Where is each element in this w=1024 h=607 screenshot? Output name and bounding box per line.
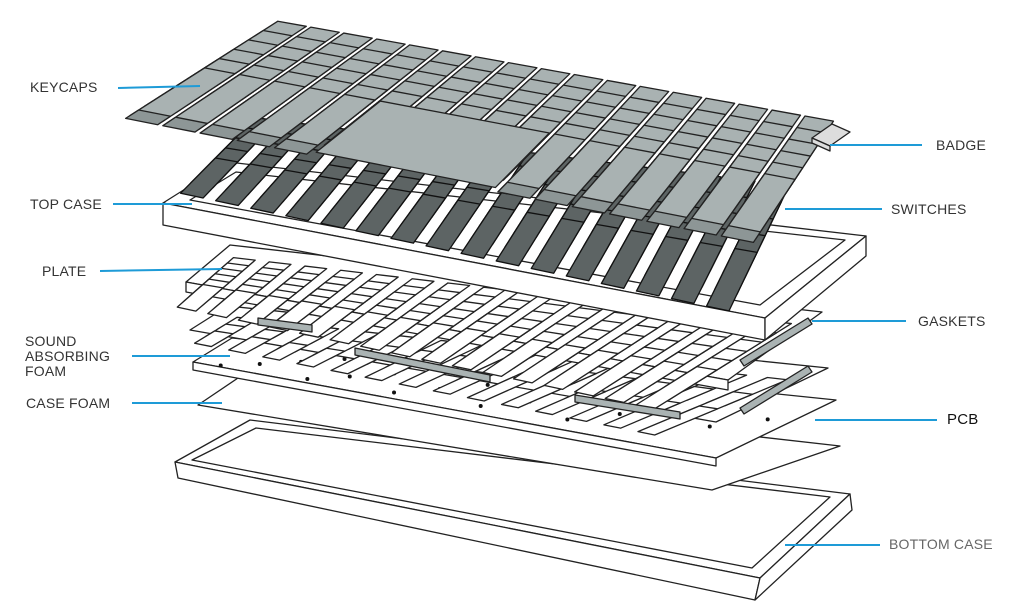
keycap-side [683, 217, 725, 236]
switch [215, 163, 273, 207]
gaskets [257, 317, 813, 420]
switch [355, 187, 412, 237]
foam-cutout [637, 405, 719, 436]
badge [811, 123, 851, 152]
switch [250, 169, 308, 214]
foam-cutout [228, 336, 271, 355]
switch [390, 193, 447, 244]
keycaps-leader [117, 85, 201, 89]
plate-switch-cutout [390, 322, 455, 358]
plate-switch-cutout [574, 355, 652, 397]
pcb-hole [617, 412, 622, 416]
keycap-side [273, 138, 319, 155]
foam-cutout [262, 341, 309, 361]
pcb-hole [392, 390, 397, 395]
keycap-side [571, 196, 614, 214]
pcb-hole [485, 382, 490, 387]
label-top-case: TOP CASE [30, 196, 102, 212]
pcb-hole [565, 417, 570, 422]
label-case-foam: CASE FOAM [26, 395, 111, 411]
label-plate: PLATE [42, 263, 87, 279]
keycap-side [124, 109, 172, 126]
plate-switch-cutout [360, 316, 422, 351]
plate-switch-cutout [482, 338, 553, 377]
label-sound-absorbing-foam: SOUND ABSORBING FOAM [25, 333, 111, 379]
keycap-side [720, 224, 762, 243]
keycap-side [534, 188, 577, 207]
plate-leader [99, 268, 223, 272]
keycap-side [236, 130, 282, 148]
pcb-hole [347, 374, 352, 379]
switch [565, 223, 620, 282]
keycap-side [199, 123, 245, 141]
keycap-spacebar [315, 100, 550, 189]
plate-switch-cutout [329, 311, 389, 345]
pcb-hole [765, 417, 770, 422]
case-foam [197, 377, 841, 491]
switch [285, 175, 343, 222]
switch [600, 229, 654, 289]
label-badge: BADGE [936, 137, 987, 153]
switch [635, 235, 689, 297]
plate-switch-cutout [237, 294, 290, 325]
bottom-case [174, 419, 853, 601]
plate-switch-cutout [207, 289, 257, 319]
pcb-hole [305, 377, 310, 381]
plate-switch-cutout [512, 344, 586, 384]
plate-switch-cutout [421, 327, 488, 364]
pcb-hole [478, 404, 483, 408]
pcb-hole [218, 363, 223, 368]
keycap-side [646, 210, 688, 229]
plate-switch-cutout [451, 333, 520, 371]
keycap-side [608, 203, 651, 221]
switch [530, 217, 585, 274]
plate [176, 244, 823, 410]
pcb-hole [257, 362, 262, 366]
switch [670, 241, 724, 305]
pcb-hole [707, 424, 712, 429]
label-switches: SWITCHES [891, 201, 967, 217]
label-keycaps: KEYCAPS [30, 79, 98, 95]
pcb-hole [342, 357, 347, 361]
switch [495, 211, 550, 267]
switch [179, 157, 239, 199]
label-gaskets: GASKETS [918, 313, 986, 329]
foam-cutout [193, 330, 234, 348]
keycap-side [162, 116, 209, 133]
keycaps [124, 20, 835, 243]
plate-switch-cutout [543, 349, 619, 391]
foam-cutout [296, 347, 346, 368]
switch [425, 199, 481, 252]
plate-switch-cutout [176, 283, 224, 312]
label-pcb: PCB [947, 411, 979, 428]
switch [705, 247, 758, 312]
switch [320, 181, 377, 229]
switch [460, 205, 516, 259]
foam-cutout [603, 399, 681, 429]
keycap-side [497, 181, 540, 199]
label-bottom-case: BOTTOM CASE [889, 536, 993, 552]
